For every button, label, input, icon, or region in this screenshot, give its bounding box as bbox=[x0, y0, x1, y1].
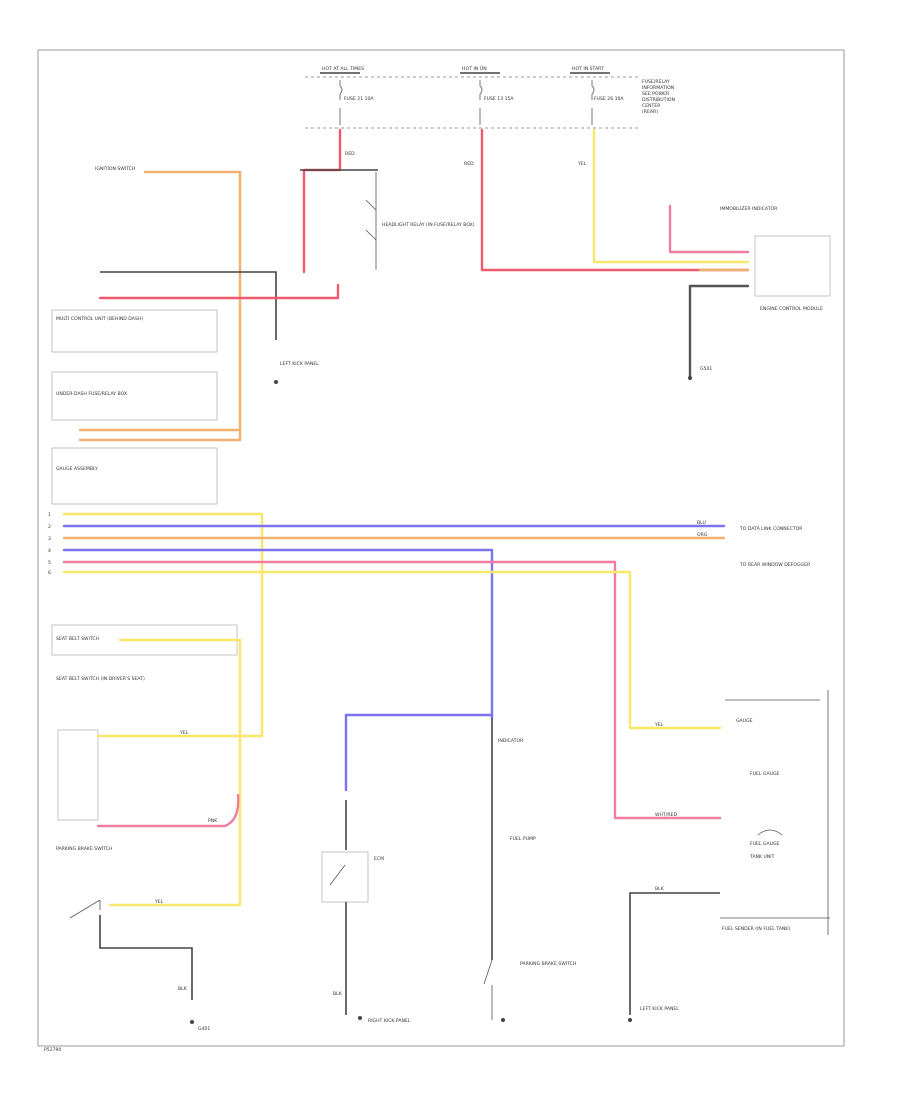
bus-blu-label: BLU bbox=[697, 520, 706, 526]
right-ground-label: RIGHT KICK PANEL bbox=[368, 1018, 411, 1024]
brake-label-2: PARKING BRAKE SWITCH bbox=[520, 961, 576, 967]
gauge-section: YEL GAUGE WHT/RED FUEL GAUGE FUEL GAUGE … bbox=[613, 690, 830, 1022]
fuel-pump-label: FUEL PUMP bbox=[510, 836, 536, 842]
blk-label-1: BLK bbox=[178, 986, 188, 992]
panel-line-4: DISTRIBUTION bbox=[642, 97, 675, 103]
gauge-assembly-label: GAUGE ASSEMBLY bbox=[56, 466, 98, 472]
fuel-gauge-label: FUEL GAUGE bbox=[750, 771, 780, 777]
ign-switch-block: IGNITION SWITCH MULTI CONTROL UNIT (BEHI… bbox=[51, 166, 340, 505]
fuse3-name: HOT IN START bbox=[572, 66, 604, 72]
wire-fuse1-label: RED bbox=[345, 151, 355, 157]
ecm-name: ENGINE CONTROL MODULE bbox=[760, 306, 823, 312]
fuel-sender-label: FUEL SENDER (IN FUEL TANK) bbox=[722, 926, 790, 932]
yel-label-1: YEL bbox=[179, 730, 189, 736]
pin-4: 4 bbox=[48, 548, 51, 554]
pin-1: 1 bbox=[48, 512, 51, 518]
harness-bus: 1 2 3 4 5 6 BLU ORG TO DATA LINK CONNECT… bbox=[48, 512, 811, 820]
panel-line-6: (REAR) bbox=[642, 109, 658, 115]
fuse1-name: HOT AT ALL TIMES bbox=[322, 66, 364, 72]
page-code: P52790 bbox=[44, 1047, 61, 1053]
pin-6: 6 bbox=[48, 570, 51, 576]
fuse2-name: HOT IN ON bbox=[462, 66, 487, 72]
panel-line-3: SEE POWER bbox=[642, 91, 670, 97]
blk-label-2: BLK bbox=[333, 991, 343, 997]
wire-fuse2-label: RED bbox=[464, 161, 474, 167]
blk-label-3: BLK bbox=[655, 886, 665, 892]
ign-switch-name: IGNITION SWITCH bbox=[95, 166, 135, 172]
headlamp-relay-label: HEADLIGHT RELAY (IN FUSE/RELAY BOX) bbox=[382, 222, 475, 228]
seat-belt-section: SEAT BELT SWITCH SEAT BELT SWITCH (IN DR… bbox=[51, 624, 264, 1032]
ecm-ground: G501 bbox=[700, 366, 712, 372]
pin-2: 2 bbox=[48, 524, 51, 530]
center-section: ECM RIGHT KICK PANEL BLK INDICATOR FUEL … bbox=[321, 713, 576, 1024]
left-ground-2: LEFT KICK PANEL bbox=[640, 1006, 679, 1012]
seat-belt-sw-label: SEAT BELT SWITCH bbox=[56, 636, 99, 642]
fuel-label: FUEL GAUGE bbox=[750, 841, 780, 847]
fuse3-label: FUSE 26 10A bbox=[594, 96, 624, 102]
panel-line-1: FUSE/RELAY bbox=[642, 79, 670, 85]
crosses-note: TO DATA LINK CONNECTOR bbox=[739, 526, 803, 532]
multi-control-label: MULTI CONTROL UNIT (BEHIND DASH) bbox=[56, 316, 143, 322]
wire-fuse1: RED HEADLIGHT RELAY (IN FUSE/RELAY BOX) bbox=[300, 128, 475, 274]
panel-line-5: CENTER bbox=[642, 103, 661, 109]
ground-low: G401 bbox=[198, 1026, 210, 1032]
panel-line-2: INFORMATION bbox=[642, 85, 674, 91]
yel-label-2: YEL bbox=[154, 899, 164, 905]
engine-control-module: ENGINE CONTROL MODULE IMMOBILIZER INDICA… bbox=[668, 204, 831, 380]
pnk-label: PNK bbox=[208, 818, 218, 824]
yel-label-3: YEL bbox=[654, 722, 664, 728]
indicator-label: INDICATOR bbox=[498, 738, 524, 744]
fuse1-label: FUSE 21 10A bbox=[344, 96, 374, 102]
fuse-panel: HOT AT ALL TIMES HOT IN ON HOT IN START … bbox=[305, 66, 675, 129]
diagram-frame bbox=[37, 49, 845, 1047]
tank-label: TANK UNIT bbox=[749, 854, 775, 860]
fuse2-label: FUSE 13 15A bbox=[484, 96, 514, 102]
ecm-box-label: ECM bbox=[374, 856, 384, 862]
dash-fuse-label: UNDER-DASH FUSE/RELAY BOX bbox=[56, 391, 127, 397]
theft-label: IMMOBILIZER INDICATOR bbox=[720, 206, 778, 212]
pin-3: 3 bbox=[48, 536, 51, 542]
gauge-label: GAUGE bbox=[736, 718, 753, 724]
seat-switch-desc: SEAT BELT SWITCH (IN DRIVER'S SEAT) bbox=[56, 676, 145, 682]
wht-red-label: WHT/RED bbox=[655, 812, 677, 818]
wire-fuse3: YEL bbox=[577, 128, 750, 264]
pin-5: 5 bbox=[48, 560, 51, 566]
wire-fuse3-label: YEL bbox=[577, 161, 587, 167]
brake-sw-label: PARKING BRAKE SWITCH bbox=[56, 846, 112, 852]
left-ground-label: LEFT KICK PANEL bbox=[280, 361, 319, 367]
bus-org-label: ORG bbox=[697, 532, 708, 538]
wire-fuse2: RED bbox=[464, 128, 750, 272]
rear-note: TO REAR WINDOW DEFOGGER bbox=[739, 562, 811, 568]
